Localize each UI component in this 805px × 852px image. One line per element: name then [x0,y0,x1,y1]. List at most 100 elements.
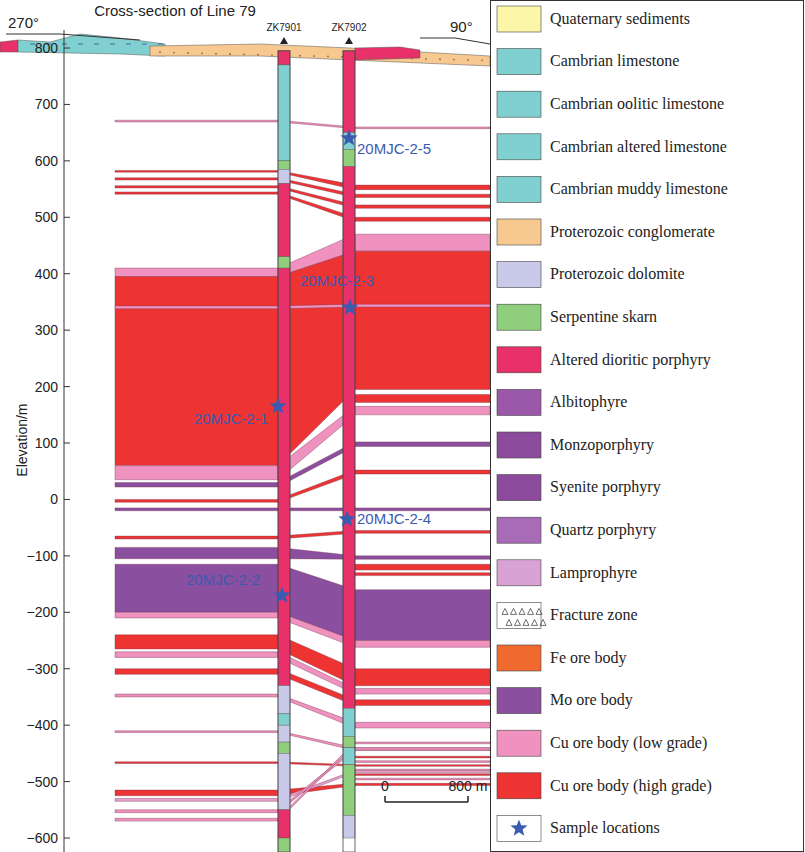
conglomerate-dot [215,53,217,55]
ore-band [115,306,278,309]
sample-label: 20MJC-2-4 [357,510,431,527]
drill-core-segment [278,725,290,742]
ore-band [115,799,278,802]
drill-marker [280,37,288,44]
conglomerate-dot [271,54,273,56]
drill-core-segment [278,838,290,852]
ore-band [355,470,490,474]
drill-core-segment [343,167,355,709]
fracture-symbol [528,608,534,614]
ore-band [115,268,278,276]
sample-label: 20MJC-2-1 [194,410,268,427]
ore-band [355,700,490,706]
y-tick [64,781,70,782]
ore-band [115,810,278,813]
ore-band [115,466,278,480]
fracture-symbol [506,619,512,625]
drill-core-segment [278,51,290,65]
legend-text: Fe ore body [550,649,626,667]
limestone-mark [142,44,147,45]
legend-text: Cu ore body (high grade) [550,777,712,795]
conglomerate-dot [229,53,231,55]
scale-bar [467,796,469,802]
ore-band [115,192,278,194]
ore-band [355,564,490,570]
azimuth-label: 90° [450,18,473,35]
legend-text: Altered dioritic porphyry [550,351,711,369]
conglomerate-dot [467,59,469,61]
tick-label: 200 [35,379,58,395]
limestone-mark [126,44,131,45]
conglomerate-dot [257,54,259,56]
conglomerate-dot [243,53,245,55]
ore-band [115,731,278,733]
y-tick [64,612,70,613]
ore-band [115,483,278,488]
conglomerate-dot [411,58,413,60]
conglomerate-dot [201,52,203,54]
conglomerate-dot [453,59,455,61]
legend-swatch [497,432,541,458]
drill-marker [345,37,353,44]
ore-band [115,499,278,502]
sample-star [338,510,355,526]
y-axis [64,30,65,852]
plot-border [490,30,491,852]
legend-text: Cu ore body (low grade) [550,734,707,752]
fracture-symbol [536,608,542,614]
tick-label: 700 [35,96,58,112]
drill-core-segment [278,169,290,183]
scale-label: 800 m [449,778,488,794]
ore-band [355,234,490,251]
tick-label: 600 [35,153,58,169]
conglomerate-dot [313,55,315,57]
legend-swatch-frame [497,602,541,628]
limestone-mark [158,44,163,45]
legend-swatch-frame [497,815,541,841]
ore-band [355,217,490,221]
drill-core-segment [278,714,290,725]
drill-core-segment [343,708,355,736]
ore-band [115,178,278,180]
ore-band [355,756,490,758]
limestone-mark [110,44,115,45]
legend-swatch [497,304,541,330]
drill-core-segment [343,748,355,765]
drill-core-segment [278,742,290,753]
sample-star [269,397,286,413]
ore-band [355,251,490,389]
ore-band [355,590,490,641]
scale-label: 0 [381,778,389,794]
legend-text: Sample locations [550,819,660,837]
ore-band [355,304,490,307]
ore-band [355,127,490,129]
ore-band [355,205,490,208]
ore-band [115,635,278,649]
conglomerate-dot [187,52,189,54]
legend-swatch [497,389,541,415]
azimuth-label: 270° [8,14,39,31]
legend-swatch [497,517,541,543]
legend-swatch [497,688,541,714]
legend-text: Lamprophyre [550,564,637,582]
ore-band [355,406,490,414]
tick-label: −300 [26,661,58,677]
legend-frame [491,1,804,852]
y-tick [64,555,70,556]
y-tick [64,499,70,500]
tick-label: 100 [35,435,58,451]
scale-bar [385,801,468,803]
ore-band [355,185,490,190]
legend-swatch [497,730,541,756]
y-tick [64,48,70,49]
sample-star [273,586,290,602]
tick-label: 500 [35,209,58,225]
ore-band [355,641,490,648]
ore-band [115,612,278,618]
section-title: Cross-section of Line 79 [94,2,256,19]
conglomerate-dot [173,52,175,54]
ore-band [278,742,355,821]
ore-band [115,536,278,539]
drill-hole [343,51,355,852]
